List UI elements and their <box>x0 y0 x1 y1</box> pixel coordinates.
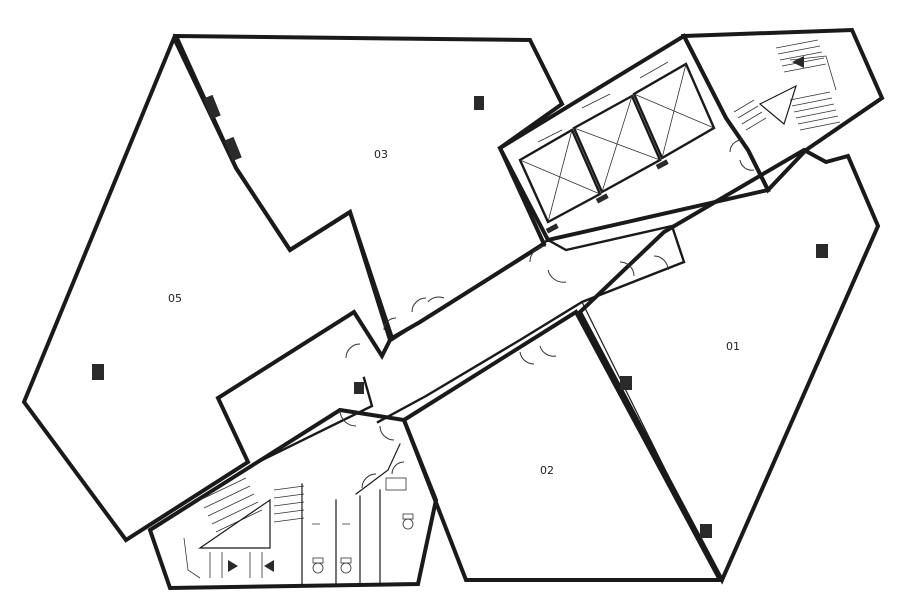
column-icon <box>620 376 632 390</box>
direction-arrow-icon <box>228 560 238 572</box>
direction-arrow-icon <box>792 56 804 68</box>
unit-02-outline <box>401 309 724 582</box>
direction-arrow-icon <box>264 560 274 572</box>
unit-01-outline <box>577 147 881 585</box>
unit-label-02: 02 <box>540 464 554 477</box>
column-icon <box>354 382 364 394</box>
elevator-icon <box>518 128 602 224</box>
door-swing-icon <box>339 139 755 489</box>
unit-label-01: 01 <box>726 340 740 353</box>
stair-icon <box>183 477 305 579</box>
elevator-icon <box>572 94 662 194</box>
column-icon <box>474 96 484 110</box>
elevator-core-outline <box>497 33 771 243</box>
column-icon <box>92 364 104 380</box>
column-icon <box>816 244 828 258</box>
elevator-icon <box>632 62 716 160</box>
unit-05-outline <box>21 33 393 543</box>
toilet-block <box>301 477 414 585</box>
toilet-icon <box>340 557 352 574</box>
column-icon <box>224 136 242 162</box>
unit-label-03: 03 <box>374 148 388 161</box>
toilet-icon <box>402 513 414 530</box>
elevator-shafts <box>518 61 716 234</box>
stair-icon <box>733 39 841 131</box>
corridor-walls <box>248 224 721 581</box>
columns <box>92 94 828 538</box>
unit-label-05: 05 <box>168 292 182 305</box>
toilet-icon <box>312 557 324 574</box>
column-icon <box>203 94 221 120</box>
column-icon <box>700 524 712 538</box>
unit-03-outline <box>172 33 565 341</box>
stair-core-outline <box>680 27 885 194</box>
